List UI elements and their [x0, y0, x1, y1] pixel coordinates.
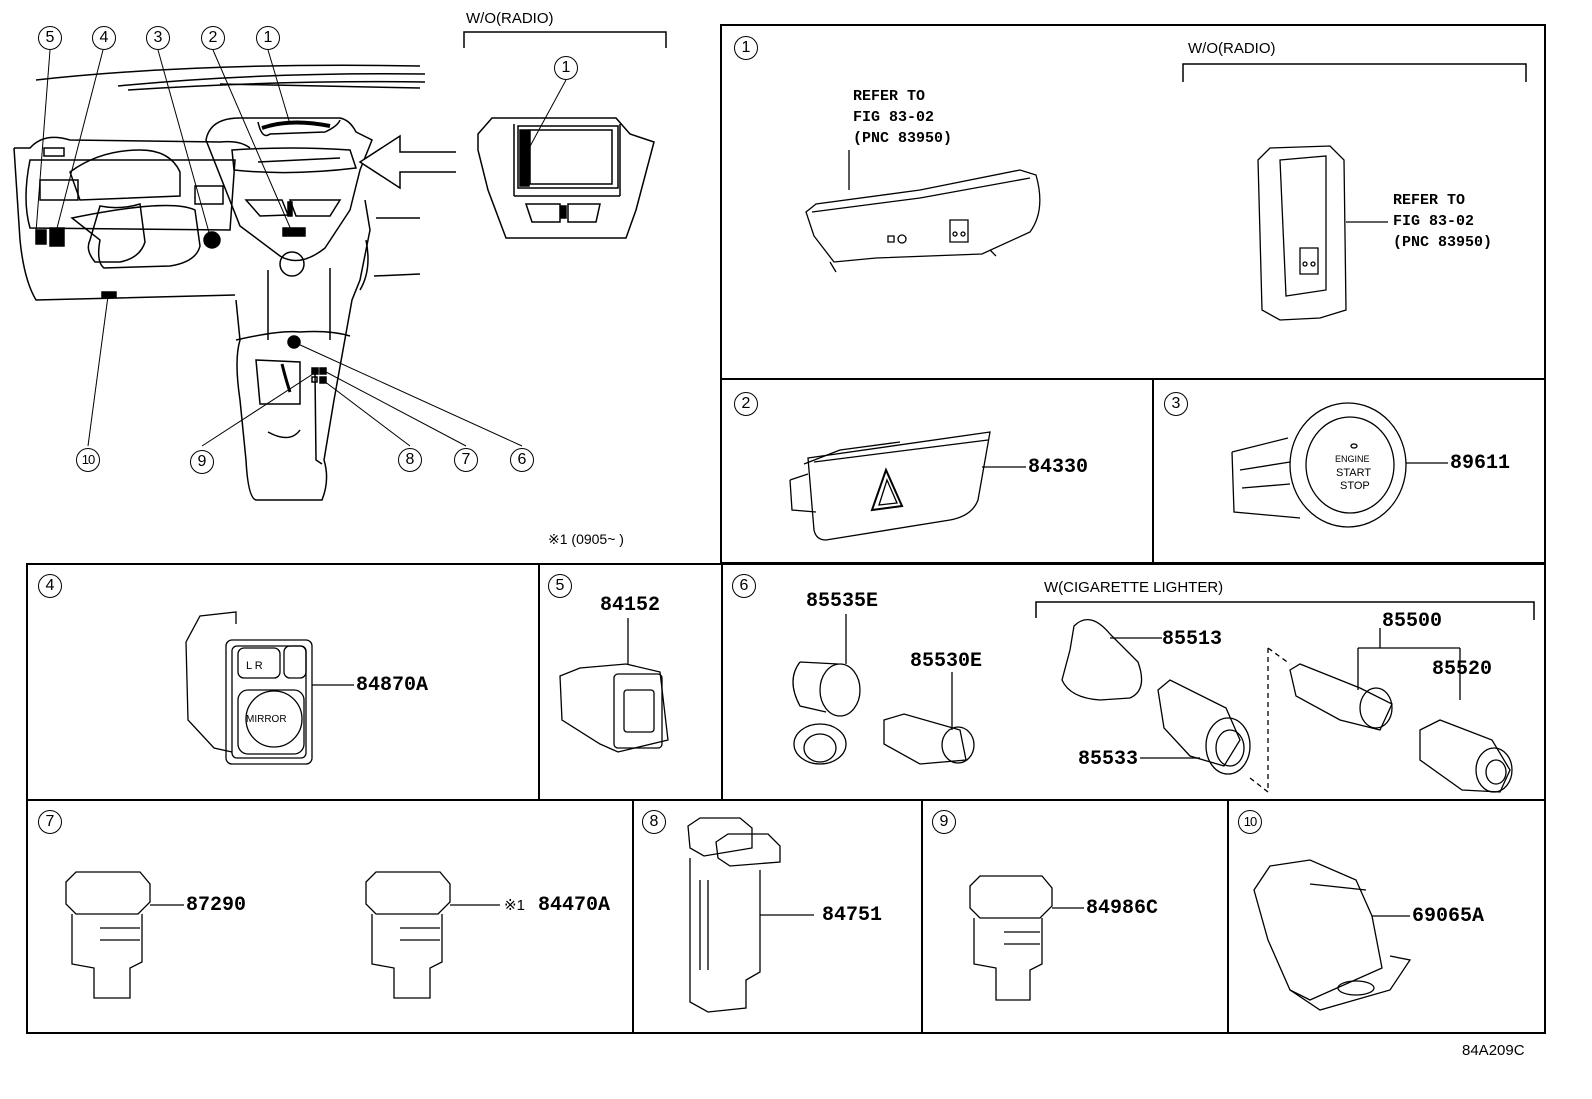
part-number-89611[interactable]: 89611 — [1450, 452, 1511, 475]
panel-1-note-left: REFER TO FIG 83-02 (PNC 83950) — [853, 88, 953, 147]
overview-callout-2[interactable]: 2 — [201, 26, 225, 50]
panel-10 — [1227, 799, 1546, 1034]
panel-5-callout: 5 — [548, 574, 572, 598]
overview-callout-4[interactable]: 4 — [92, 26, 116, 50]
overview-callout-1[interactable]: 1 — [256, 26, 280, 50]
panel-1-callout: 1 — [734, 36, 758, 60]
overview-inset-callout-1[interactable]: 1 — [554, 56, 578, 80]
overview-callout-6[interactable]: 6 — [510, 448, 534, 472]
footnote: ※1 (0905~ ) — [548, 531, 624, 547]
part-number-84870A[interactable]: 84870A — [356, 674, 429, 697]
overview-callout-5[interactable]: 5 — [38, 26, 62, 50]
stop-label: STOP — [1340, 480, 1370, 492]
engine-label: ENGINE — [1335, 454, 1370, 464]
overview-variant-label: W/O(RADIO) — [466, 10, 554, 27]
part-number-85533[interactable]: 85533 — [1078, 748, 1139, 771]
panel-10-callout: 10 — [1238, 810, 1262, 834]
mirror-label: MIRROR — [246, 714, 287, 725]
part-number-85500[interactable]: 85500 — [1382, 610, 1443, 633]
part-number-85520[interactable]: 85520 — [1432, 658, 1493, 681]
panel-3-callout: 3 — [1164, 392, 1188, 416]
panel-2-callout: 2 — [734, 392, 758, 416]
panel-4-callout: 4 — [38, 574, 62, 598]
part-number-84470A[interactable]: 84470A — [538, 894, 611, 917]
overview-callout-7[interactable]: 7 — [454, 448, 478, 472]
part-number-87290[interactable]: 87290 — [186, 894, 247, 917]
part-number-84986C[interactable]: 84986C — [1086, 897, 1159, 920]
overview-callout-8[interactable]: 8 — [398, 448, 422, 472]
part-84470A-note-marker: ※1 — [504, 897, 525, 914]
panel-8-callout: 8 — [642, 810, 666, 834]
overview-callout-10[interactable]: 10 — [76, 448, 100, 472]
figure-code: 84A209C — [1462, 1042, 1525, 1059]
panel-9-callout: 9 — [932, 810, 956, 834]
dashboard-drawing — [0, 0, 720, 560]
panel-6-variant-label: W(CIGARETTE LIGHTER) — [1044, 579, 1224, 596]
lr-label: L R — [246, 660, 263, 672]
part-number-84751[interactable]: 84751 — [822, 904, 883, 927]
overview-callout-3[interactable]: 3 — [146, 26, 170, 50]
part-number-85513[interactable]: 85513 — [1162, 628, 1223, 651]
part-number-85535E[interactable]: 85535E — [806, 590, 879, 613]
part-number-85530E[interactable]: 85530E — [910, 650, 983, 673]
overview-callout-9[interactable]: 9 — [190, 450, 214, 474]
panel-1-note-right: REFER TO FIG 83-02 (PNC 83950) — [1393, 192, 1493, 251]
part-number-69065A[interactable]: 69065A — [1412, 905, 1485, 928]
panel-1-variant-label: W/O(RADIO) — [1188, 40, 1276, 57]
panel-7-callout: 7 — [38, 810, 62, 834]
part-number-84330[interactable]: 84330 — [1028, 456, 1089, 479]
part-number-84152[interactable]: 84152 — [600, 594, 661, 617]
start-label: START — [1336, 467, 1371, 479]
panel-6-callout: 6 — [732, 574, 756, 598]
